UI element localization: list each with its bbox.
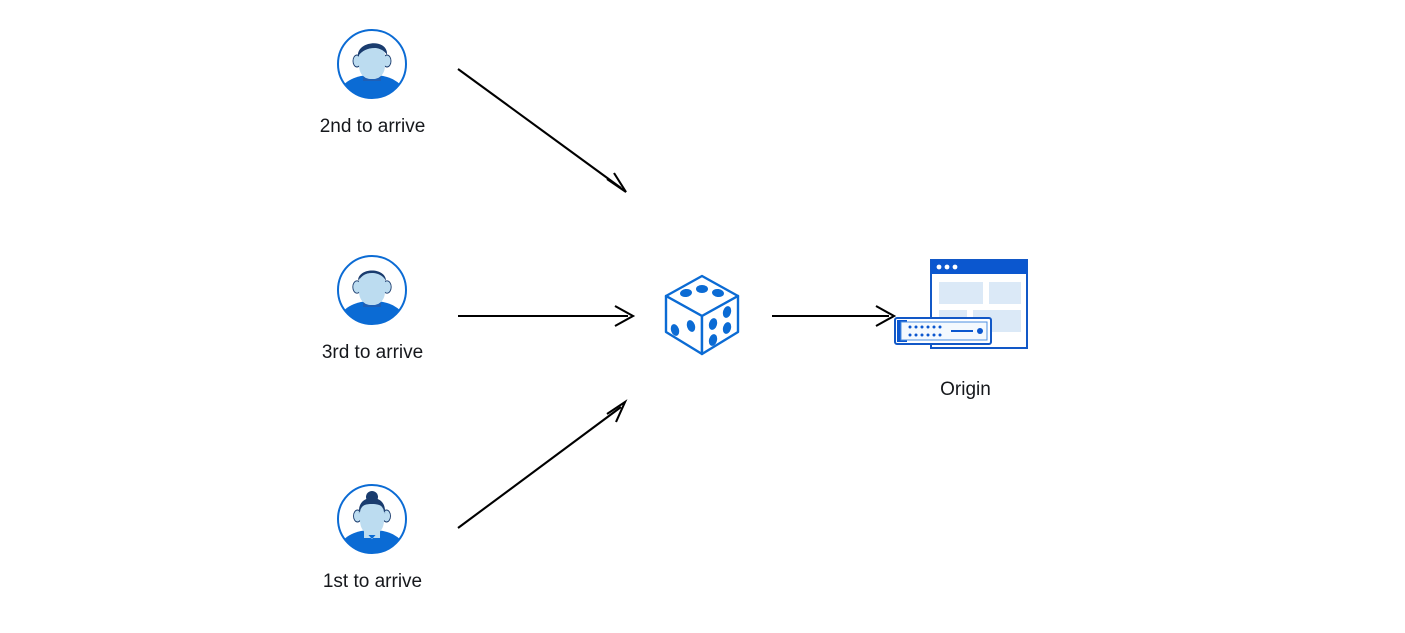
node-randomizer[interactable] bbox=[656, 268, 750, 362]
edge-2nd-to-dice bbox=[457, 68, 627, 193]
server-appliance bbox=[894, 317, 992, 345]
dice-icon bbox=[664, 274, 740, 356]
node-client-3rd[interactable] bbox=[335, 253, 410, 328]
user-avatar-icon bbox=[337, 255, 407, 325]
node-client-2nd[interactable] bbox=[335, 27, 410, 102]
edge-3rd-to-dice bbox=[458, 305, 636, 327]
node-label-client-1st: 1st to arrive bbox=[322, 571, 423, 592]
origin-server-icon bbox=[894, 259, 1028, 349]
node-origin[interactable] bbox=[893, 256, 1033, 362]
user-avatar-icon bbox=[337, 29, 407, 99]
edge-dice-to-origin bbox=[772, 305, 897, 327]
node-client-1st[interactable] bbox=[335, 482, 410, 557]
user-avatar-icon bbox=[337, 484, 407, 554]
node-label-client-3rd: 3rd to arrive bbox=[321, 342, 424, 363]
node-label-client-2nd: 2nd to arrive bbox=[319, 116, 426, 137]
edge-1st-to-dice bbox=[457, 399, 628, 529]
node-label-origin: Origin bbox=[940, 379, 991, 400]
